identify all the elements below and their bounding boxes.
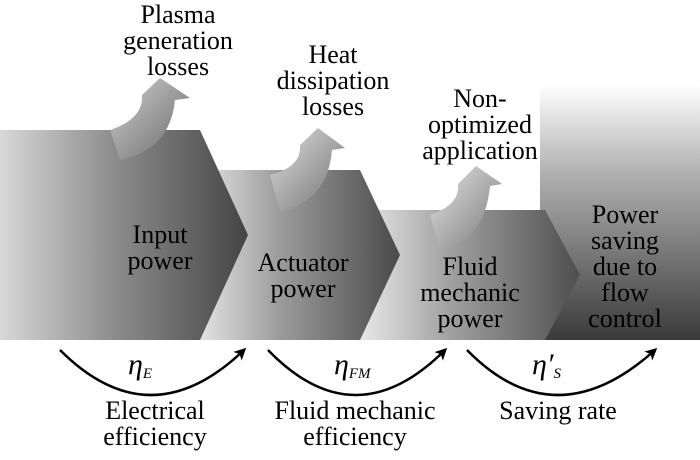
saving-rate-symbol: η′S <box>532 348 561 382</box>
plasma-generation-losses-label: Plasma generation losses <box>123 0 233 81</box>
application-loss-branch <box>430 166 502 252</box>
fluid-mechanic-efficiency-symbol: ηFM <box>334 348 371 382</box>
fluid-mechanic-power-arrow <box>345 210 580 340</box>
electrical-efficiency-arrow <box>59 347 247 397</box>
heat-dissipation-losses-label: Heat dissipation losses <box>276 40 390 121</box>
fluid-mechanic-efficiency-arrow <box>267 347 448 397</box>
saving-rate-arrow <box>466 347 658 397</box>
power-saving-label: Power saving due to flow control <box>588 200 662 333</box>
actuator-power-label: Actuator power <box>257 248 349 303</box>
electrical-efficiency-symbol: ηE <box>128 348 153 382</box>
saving-rate-label: Saving rate <box>499 396 617 425</box>
actuator-power-arrow <box>185 170 400 340</box>
fluid-mechanic-efficiency-label: Fluid mechanic efficiency <box>274 396 436 451</box>
heat-loss-branch <box>270 128 345 212</box>
plasma-loss-branch <box>110 78 190 160</box>
input-power-label: Input power <box>127 220 193 275</box>
input-power-arrow <box>0 130 248 340</box>
electrical-efficiency-label: Electrical efficiency <box>103 396 207 451</box>
non-optimized-application-label: Non- optimized application <box>422 84 538 165</box>
fluid-mechanic-power-label: Fluid mechanic power <box>420 252 520 333</box>
